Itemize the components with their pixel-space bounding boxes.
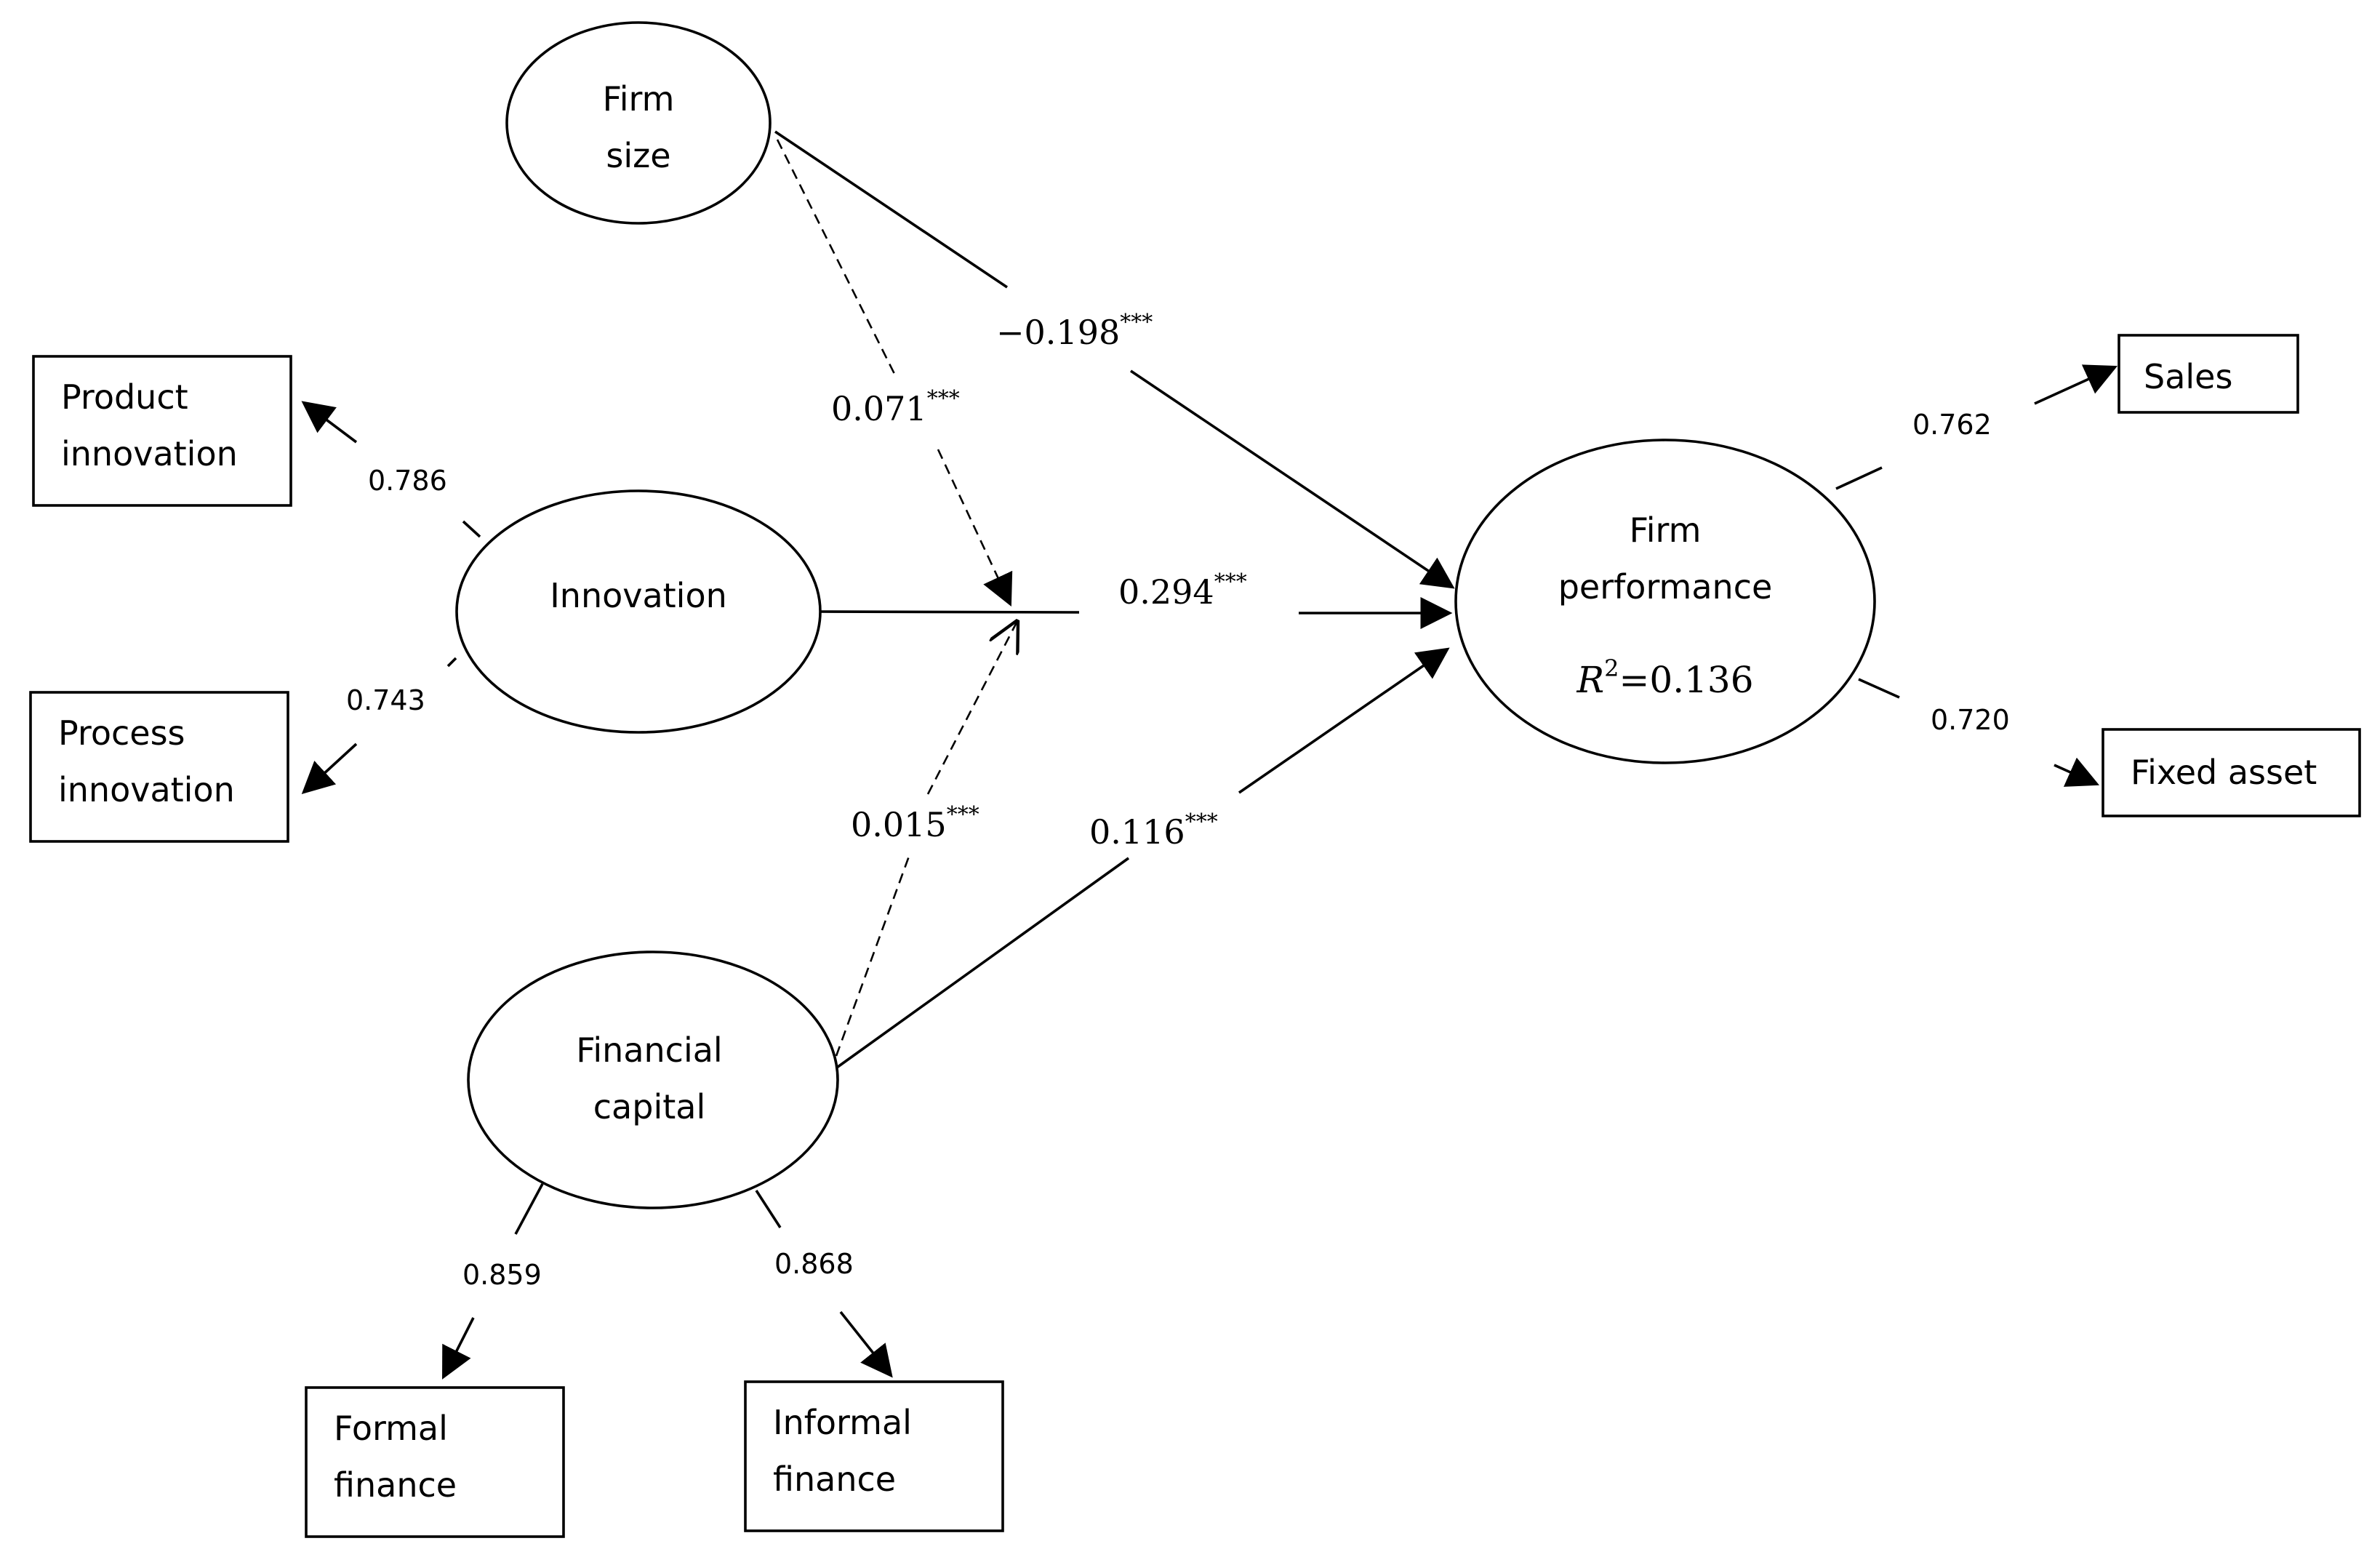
loading-formal-finance: 0.859 [462, 1259, 542, 1291]
formal-finance-label-line1: Formal [334, 1409, 448, 1448]
r-squared-value: =0.136 [1619, 659, 1753, 701]
firm-performance-node: Firm performance R2=0.136 [1454, 439, 1876, 764]
loading-line-product-innovation-1 [301, 401, 358, 444]
coef-financial-capital-to-performance: 0.116*** [1089, 809, 1218, 852]
process-innovation-label-line1: Process [58, 713, 185, 753]
firm-size-node: Firm size [505, 21, 772, 225]
coef-firm-size-to-performance-value: −0.198 [996, 313, 1120, 352]
r-squared-label: R2=0.136 [1576, 655, 1753, 701]
coef-moderation-financial-capital: 0.015*** [851, 802, 979, 844]
loading-line-process-innovation-2 [301, 743, 358, 794]
r-squared-exponent: 2 [1604, 655, 1619, 682]
loading-line-formal-finance-2 [442, 1317, 475, 1380]
coef-innovation-to-performance: 0.294*** [1118, 569, 1247, 612]
coef-moderation-financial-capital-stars: *** [947, 802, 979, 828]
path-firm-size-to-performance-segment-1 [774, 130, 1009, 289]
informal-finance-label-line1: Informal [773, 1403, 912, 1442]
financial-capital-label-line2: capital [593, 1087, 705, 1126]
loading-line-fixed-asset-2 [2054, 757, 2100, 787]
informal-finance-box: Informal finance [744, 1380, 1004, 1532]
moderation-financial-capital-segment-2 [926, 623, 1017, 795]
moderation-firm-size-segment-1 [776, 139, 897, 377]
innovation-label: Innovation [550, 576, 727, 615]
coef-financial-capital-to-performance-stars: *** [1185, 809, 1218, 835]
path-financial-capital-to-performance-segment-2 [1238, 647, 1450, 794]
coef-moderation-firm-size-value: 0.071 [831, 389, 927, 428]
loading-fixed-asset: 0.720 [1931, 704, 2010, 736]
innovation-node: Innovation [455, 489, 822, 734]
firm-size-label-line1: Firm [603, 79, 675, 119]
loading-line-sales-1 [1835, 466, 1883, 490]
firm-size-label-line2: size [606, 136, 670, 175]
fixed-asset-label: Fixed asset [2131, 753, 2317, 792]
formal-finance-box: Formal finance [305, 1386, 565, 1538]
process-innovation-box: Process innovation [29, 691, 289, 843]
coef-moderation-firm-size: 0.071*** [831, 386, 960, 428]
coef-moderation-firm-size-stars: *** [927, 386, 960, 412]
loading-line-informal-finance-2 [839, 1310, 893, 1378]
firm-performance-label-line1: Firm [1630, 511, 1702, 550]
loading-sales: 0.762 [1912, 409, 1992, 441]
loading-line-formal-finance-1 [514, 1183, 544, 1235]
fixed-asset-box: Fixed asset [2101, 728, 2361, 817]
product-innovation-label-line1: Product [61, 377, 188, 417]
loading-line-process-innovation-1 [446, 657, 457, 668]
coef-moderation-financial-capital-value: 0.015 [851, 805, 947, 844]
firm-performance-label-line2: performance [1558, 567, 1773, 607]
path-firm-size-to-performance-segment-2 [1129, 369, 1455, 589]
loading-process-innovation: 0.743 [346, 684, 425, 716]
loading-line-fixed-asset-1 [1858, 678, 1900, 699]
coef-firm-size-to-performance: −0.198*** [996, 310, 1153, 352]
informal-finance-label-line2: finance [773, 1460, 896, 1499]
loading-informal-finance: 0.868 [774, 1248, 854, 1280]
loading-product-innovation: 0.786 [368, 465, 447, 497]
path-financial-capital-to-performance-segment-1 [833, 857, 1130, 1070]
financial-capital-label-line1: Financial [576, 1030, 722, 1070]
r-squared-var: R [1576, 659, 1604, 701]
sales-label: Sales [2144, 357, 2232, 396]
moderation-financial-capital-segment-1 [835, 852, 912, 1057]
product-innovation-label-line2: innovation [61, 434, 238, 473]
financial-capital-node: Financial capital [467, 950, 839, 1209]
coef-innovation-to-performance-value: 0.294 [1118, 572, 1214, 612]
formal-finance-label-line2: finance [334, 1465, 457, 1505]
moderation-firm-size-segment-2 [937, 449, 1013, 607]
loading-line-informal-finance-1 [755, 1190, 782, 1228]
coef-financial-capital-to-performance-value: 0.116 [1089, 812, 1185, 852]
loading-line-sales-2 [2034, 364, 2118, 405]
loading-line-product-innovation-2 [462, 520, 481, 538]
process-innovation-label-line2: innovation [58, 770, 235, 809]
coef-innovation-to-performance-stars: *** [1214, 569, 1247, 595]
coef-firm-size-to-performance-stars: *** [1120, 310, 1153, 335]
sales-box: Sales [2117, 334, 2299, 414]
product-innovation-box: Product innovation [32, 355, 292, 507]
